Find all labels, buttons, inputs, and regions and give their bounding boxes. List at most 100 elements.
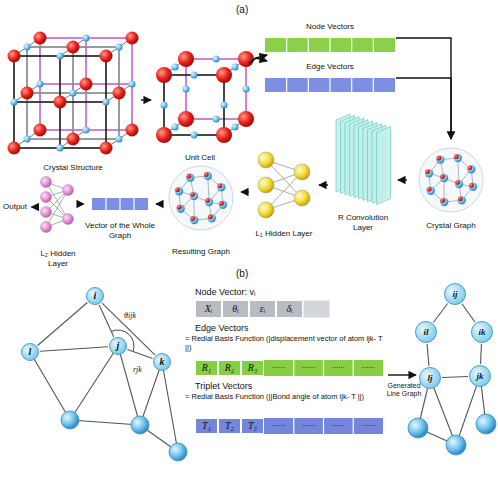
conv-layer: R Convolution Layer (329, 106, 397, 232)
crystal-structure: Crystal Structure (6, 32, 140, 172)
node-text: R₃ (248, 362, 258, 374)
node-text: T₁ (202, 420, 211, 432)
flow-arrow (31, 206, 33, 207)
node-text: R₂ (225, 362, 235, 374)
graph-atom-core (186, 174, 191, 179)
hidden-neuron (41, 207, 52, 218)
line-graph-node: jk (469, 365, 491, 387)
output-label: Output (0, 200, 31, 214)
bond-line (99, 305, 114, 337)
graph-atom (217, 183, 225, 191)
vector-cell: Xᵢ (195, 300, 222, 318)
empty-cell (303, 300, 330, 318)
flow-arrow (398, 179, 407, 180)
line-graph-node: il (415, 321, 437, 343)
node-text: Crystal Graph (426, 221, 475, 230)
rbf-bar (264, 360, 383, 376)
graph-atom (425, 169, 433, 177)
node-text: R Convolution Layer (329, 213, 397, 232)
graph-link (140, 362, 162, 425)
bar-separator (308, 38, 309, 52)
node-text: Xᵢ (205, 303, 213, 315)
graph-atom-core (204, 172, 209, 177)
large-atom (21, 87, 34, 100)
flow-arrow (396, 38, 451, 139)
graph-atom-core (427, 187, 432, 192)
node-text: lj (427, 373, 432, 384)
large-atom (67, 41, 80, 54)
small-atom (57, 145, 64, 152)
graph-atom (131, 416, 149, 434)
node-text: ij (452, 289, 457, 300)
small-atom (191, 72, 198, 79)
ellipsis: ...... (324, 361, 354, 370)
graph-atom (476, 414, 496, 434)
graph-atom (467, 165, 475, 173)
graph-link (70, 420, 140, 425)
node-text: Unit Cell (185, 153, 215, 162)
graph-atom (208, 214, 216, 222)
graph-atom (175, 187, 183, 195)
flow-arrow (319, 184, 328, 185)
node-text: j (117, 340, 120, 352)
large-atom (100, 50, 113, 63)
hidden-neuron (294, 164, 310, 180)
bond-line (102, 303, 155, 355)
flow-arrow (396, 78, 451, 139)
node-text: l (29, 346, 32, 358)
graph-atom (440, 198, 448, 206)
graph-atom-core (454, 154, 459, 159)
bar-separator (323, 418, 324, 434)
large-atom (100, 142, 113, 155)
atom-node: k (153, 353, 171, 371)
bar-separator (293, 418, 294, 434)
large-atom (54, 96, 67, 109)
small-atom (172, 64, 179, 71)
graph-atom-core (175, 187, 180, 192)
node-text: Output (3, 202, 27, 211)
hidden-neuron (41, 192, 52, 203)
hidden-layer: L₁ Hidden Layer (250, 148, 318, 238)
ellipsis: ...... (264, 419, 294, 428)
graph-atom (426, 187, 434, 195)
large-atom (126, 32, 139, 45)
small-atom (70, 90, 77, 97)
flow-arrow (241, 191, 249, 192)
node-text: il (423, 327, 428, 338)
bar-separator (293, 360, 294, 376)
vector-heading: Node Vector: vᵢ (195, 287, 255, 297)
bar-separator (353, 360, 354, 376)
part-label: (a) (236, 4, 248, 16)
small-atom (191, 132, 198, 139)
edge-vector-bar (265, 78, 395, 92)
small-atom (83, 35, 90, 42)
large-atom (178, 51, 194, 67)
graph-atom-core (468, 165, 473, 170)
bar-separator (323, 360, 324, 376)
small-atom (83, 127, 90, 134)
small-atom (243, 86, 250, 93)
small-atom (232, 124, 239, 131)
graph-atom (436, 155, 444, 163)
formula-text: = Redial Basis Function (|displacement v… (185, 335, 385, 352)
bond-line (462, 304, 475, 322)
lattice-line (14, 84, 40, 102)
triplet-bar (264, 418, 383, 434)
node-text: R₁ (202, 362, 212, 374)
node-text: δᵢ (286, 303, 292, 315)
ellipsis: ...... (324, 419, 354, 428)
small-atom (183, 86, 190, 93)
small-atom (24, 44, 31, 51)
graph-atom-core (208, 215, 213, 220)
hidden-neuron (258, 152, 274, 168)
small-atom (172, 124, 179, 131)
flow-arrow (249, 55, 267, 63)
bar-separator (351, 78, 352, 92)
graph-atom-core (219, 201, 224, 206)
large-atom (238, 111, 254, 127)
bond-line (38, 303, 88, 346)
line-graph-node: lj (419, 367, 441, 389)
formula-text: = Redial Basis Function (||Bond angle of… (185, 393, 385, 402)
ellipsis: ...... (264, 361, 294, 370)
